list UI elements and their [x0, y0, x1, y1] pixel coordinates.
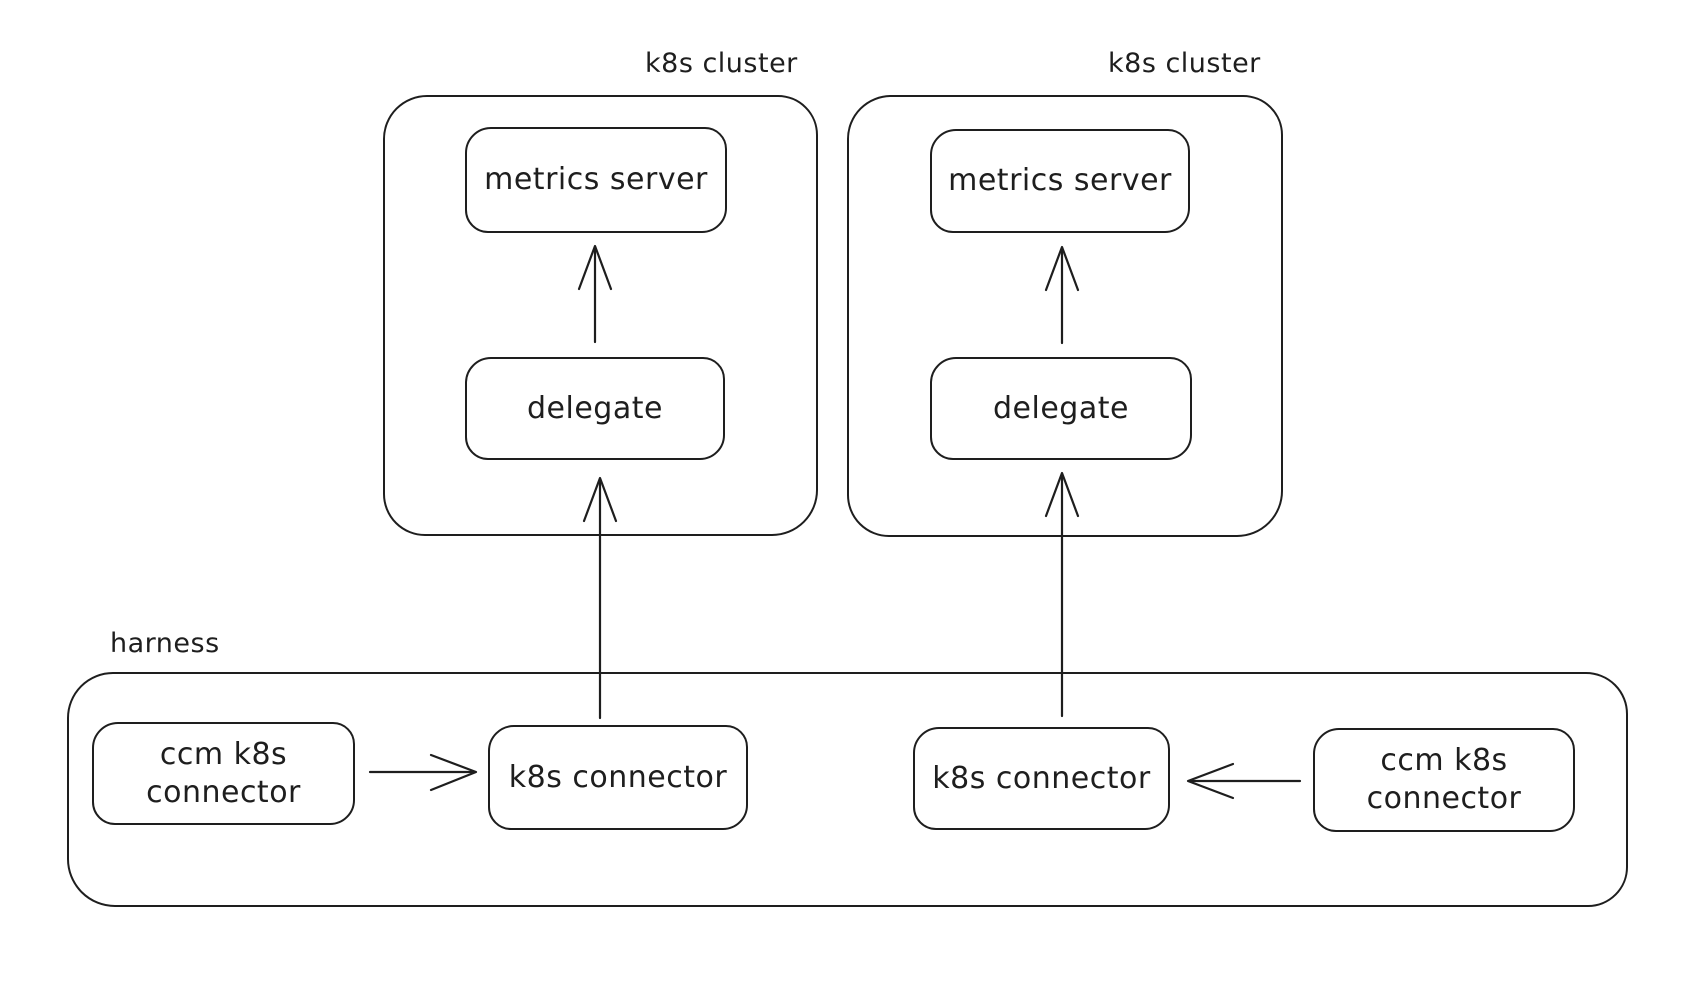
metrics-server-2-node: metrics server: [930, 129, 1190, 233]
cluster-2-label: k8s cluster: [1108, 48, 1261, 79]
delegate-1-label: delegate: [527, 390, 663, 426]
k8s-connector-right-label: k8s connector: [932, 760, 1151, 796]
ccm-k8s-connector-left-line2: connector: [146, 774, 301, 810]
ccm-k8s-connector-left-node: ccm k8s connector: [92, 722, 355, 825]
k8s-connector-left-label: k8s connector: [508, 759, 728, 795]
k8s-connector-right-node: k8s connector: [913, 727, 1170, 830]
ccm-k8s-connector-right-line2: connector: [1366, 781, 1522, 816]
delegate-2-label: delegate: [993, 390, 1129, 426]
cluster-2-frame: [847, 95, 1283, 537]
delegate-1-node: delegate: [465, 357, 725, 460]
harness-frame: [67, 672, 1628, 907]
harness-label: harness: [110, 628, 220, 659]
metrics-server-2-label: metrics server: [948, 163, 1172, 198]
cluster-1-label: k8s cluster: [645, 48, 798, 79]
metrics-server-1-label: metrics server: [484, 162, 708, 197]
delegate-2-node: delegate: [930, 357, 1192, 460]
metrics-server-1-node: metrics server: [465, 127, 727, 233]
k8s-connector-left-node: k8s connector: [488, 725, 748, 830]
ccm-k8s-connector-right-line1: ccm k8s: [1380, 743, 1508, 778]
ccm-k8s-connector-left-line1: ccm k8s: [159, 736, 288, 772]
ccm-k8s-connector-right-node: ccm k8s connector: [1313, 728, 1575, 832]
